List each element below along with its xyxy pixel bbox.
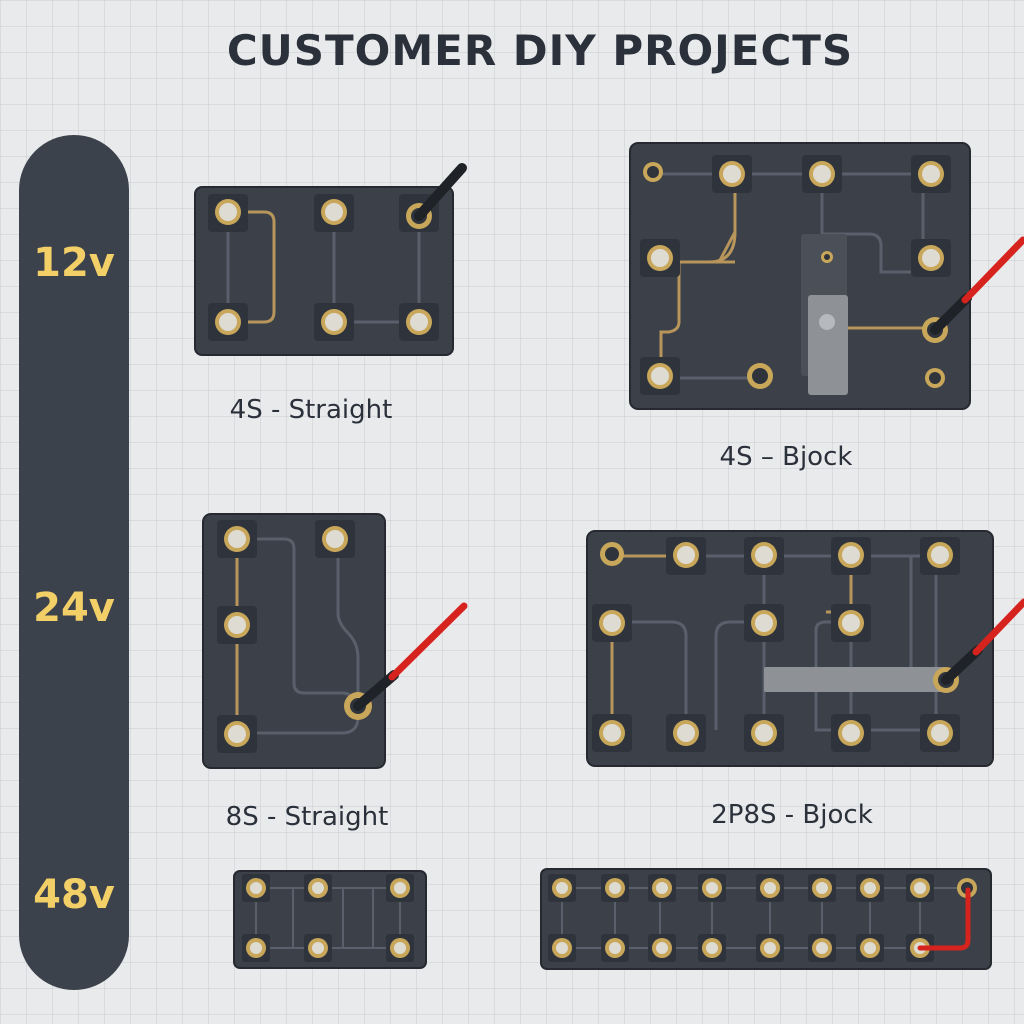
voltage-label-12v: 12v bbox=[33, 240, 115, 286]
terminal bbox=[315, 520, 355, 558]
voltage-bar bbox=[19, 135, 129, 990]
terminal bbox=[386, 874, 414, 902]
board-8s-straight bbox=[202, 513, 468, 769]
board-4s-straight bbox=[194, 163, 467, 356]
terminal bbox=[242, 874, 270, 902]
terminal bbox=[856, 874, 884, 902]
terminal bbox=[601, 874, 629, 902]
terminal bbox=[831, 604, 871, 642]
terminal bbox=[808, 934, 836, 962]
terminal bbox=[592, 604, 632, 642]
terminal bbox=[831, 714, 871, 752]
terminal bbox=[242, 934, 270, 962]
terminal bbox=[747, 363, 773, 389]
terminal bbox=[548, 934, 576, 962]
terminal bbox=[640, 357, 680, 395]
terminal bbox=[217, 606, 257, 644]
terminal bbox=[304, 874, 332, 902]
terminal bbox=[698, 934, 726, 962]
terminal bbox=[744, 604, 784, 642]
terminal bbox=[911, 155, 951, 193]
board-48v-long bbox=[540, 868, 992, 970]
terminal bbox=[920, 714, 960, 752]
terminal bbox=[831, 537, 871, 575]
busbar bbox=[764, 667, 946, 692]
terminal bbox=[386, 934, 414, 962]
terminal bbox=[208, 303, 248, 341]
terminal bbox=[756, 874, 784, 902]
terminal bbox=[592, 714, 632, 752]
terminal bbox=[648, 934, 676, 962]
terminal bbox=[808, 874, 836, 902]
wire-red bbox=[388, 602, 468, 681]
terminal bbox=[217, 715, 257, 753]
terminal bbox=[600, 542, 624, 566]
terminal bbox=[856, 934, 884, 962]
terminal bbox=[666, 714, 706, 752]
terminal bbox=[304, 934, 332, 962]
terminal bbox=[648, 874, 676, 902]
terminal bbox=[314, 303, 354, 341]
board-4s-bjock bbox=[629, 142, 1024, 410]
caption-4s-straight: 4S - Straight bbox=[229, 395, 393, 425]
terminal bbox=[698, 874, 726, 902]
caption-8s-straight: 8S - Straight bbox=[225, 802, 389, 832]
terminal bbox=[925, 368, 945, 388]
terminal bbox=[643, 162, 663, 182]
terminal bbox=[548, 874, 576, 902]
terminal bbox=[744, 714, 784, 752]
terminal bbox=[314, 194, 354, 232]
wire-red bbox=[972, 598, 1024, 656]
caption-4s-bjock: 4S – Bjock bbox=[719, 442, 853, 472]
terminal bbox=[640, 239, 680, 277]
wire-red bbox=[961, 236, 1024, 304]
terminal bbox=[744, 537, 784, 575]
terminal bbox=[601, 934, 629, 962]
board-48v-small bbox=[233, 870, 427, 969]
busbar bbox=[808, 295, 848, 395]
terminal bbox=[906, 874, 934, 902]
page-title: CUSTOMER DIY PROJECTS bbox=[226, 26, 854, 75]
terminal bbox=[666, 537, 706, 575]
terminal bbox=[756, 934, 784, 962]
wire-red bbox=[917, 887, 971, 951]
terminal bbox=[399, 303, 439, 341]
board-2p8s-bjock bbox=[586, 530, 1024, 767]
terminal bbox=[208, 194, 248, 232]
terminal bbox=[911, 239, 951, 277]
caption-2p8s-bjock: 2P8S - Bjock bbox=[711, 800, 873, 830]
voltage-label-48v: 48v bbox=[33, 872, 115, 918]
terminal bbox=[920, 537, 960, 575]
terminal bbox=[712, 155, 752, 193]
cable-black bbox=[414, 163, 467, 221]
terminal bbox=[802, 155, 842, 193]
voltage-label-24v: 24v bbox=[33, 585, 115, 631]
terminal bbox=[217, 520, 257, 558]
